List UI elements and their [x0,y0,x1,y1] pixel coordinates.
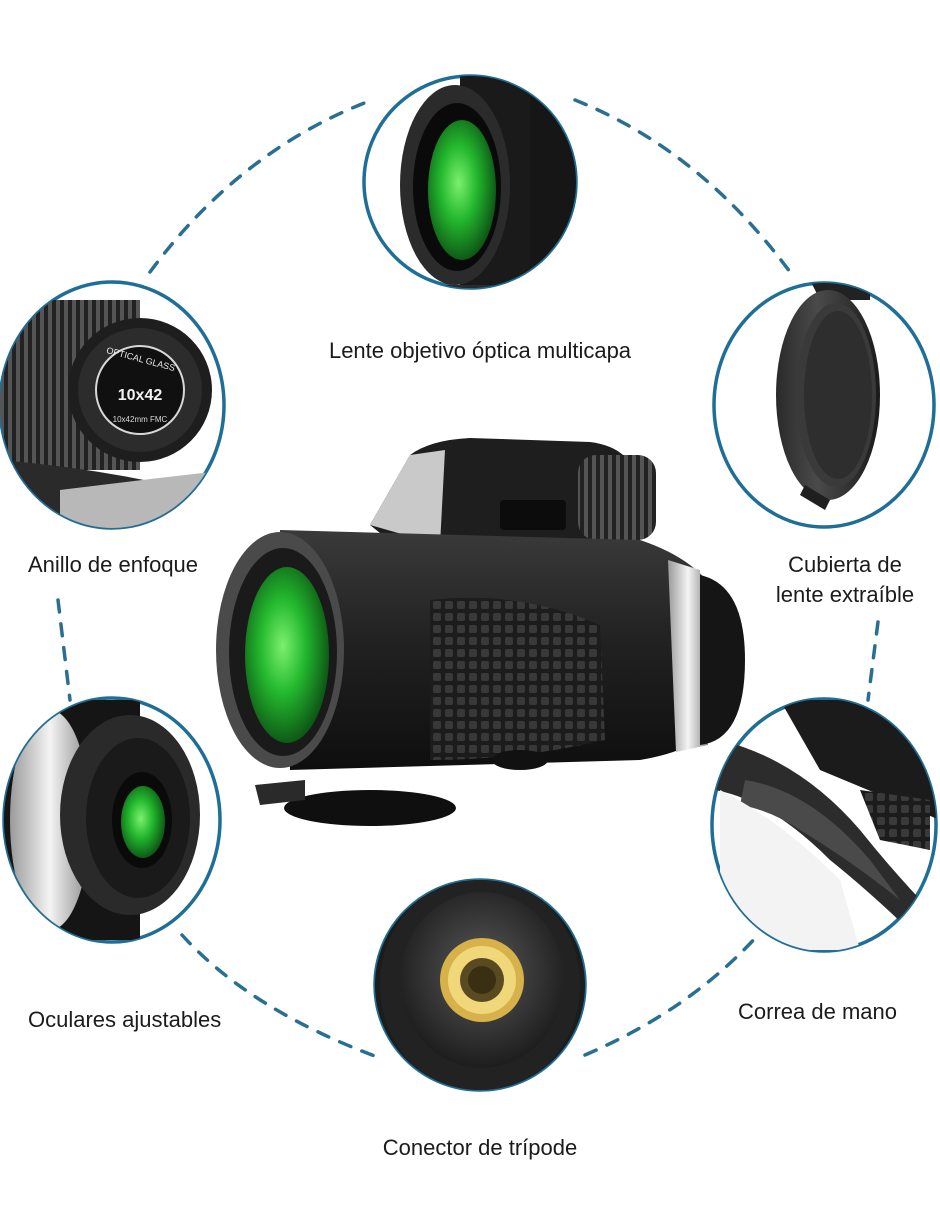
focus-ring-label: Anillo de enfoque [28,552,199,577]
main-lens-glass [245,567,329,743]
monocular-product [216,438,745,826]
lens-cover-bubble [712,281,936,529]
focus-ring-bubble: OPTICAL GLASS 10x42 10x42mm FMC [0,280,226,530]
lens-cover-label-line2: lente extraíble [775,582,915,607]
dash-arc-left [56,598,72,702]
lens-cover-label-line1: Cubierta de [788,552,902,577]
focus-engraving-middle: 10x42 [118,387,163,404]
dash-arc-top-left [148,98,374,274]
dashed-connector-ring [56,98,880,1060]
grip-texture [430,597,605,760]
eyepieces-label: Oculares ajustables [28,1007,222,1032]
dash-arc-bottom-right [583,933,760,1057]
dash-arc-top-right [573,98,792,274]
eyepiece-bubble [2,696,222,944]
lens-cover-label: Cubierta de lente extraíble [760,550,930,610]
tripod-connector-label: Conector de trípode [382,1135,578,1160]
dash-arc-right [866,620,880,702]
hand-strap-label: Correa de mano [738,999,897,1024]
objective-lens-glass [428,120,496,260]
focus-engraving-bottom: 10x42mm FMC [113,415,168,424]
objective-lens-bubble [362,74,578,290]
eyepiece-glass [121,786,165,858]
dash-arc-bottom-left [180,933,382,1060]
hand-strap-bubble [710,697,938,953]
objective-lens-label: Lente objetivo óptica multicapa [328,338,632,363]
tripod-connector-bubble [373,878,587,1092]
focus-knob-small [578,455,656,540]
